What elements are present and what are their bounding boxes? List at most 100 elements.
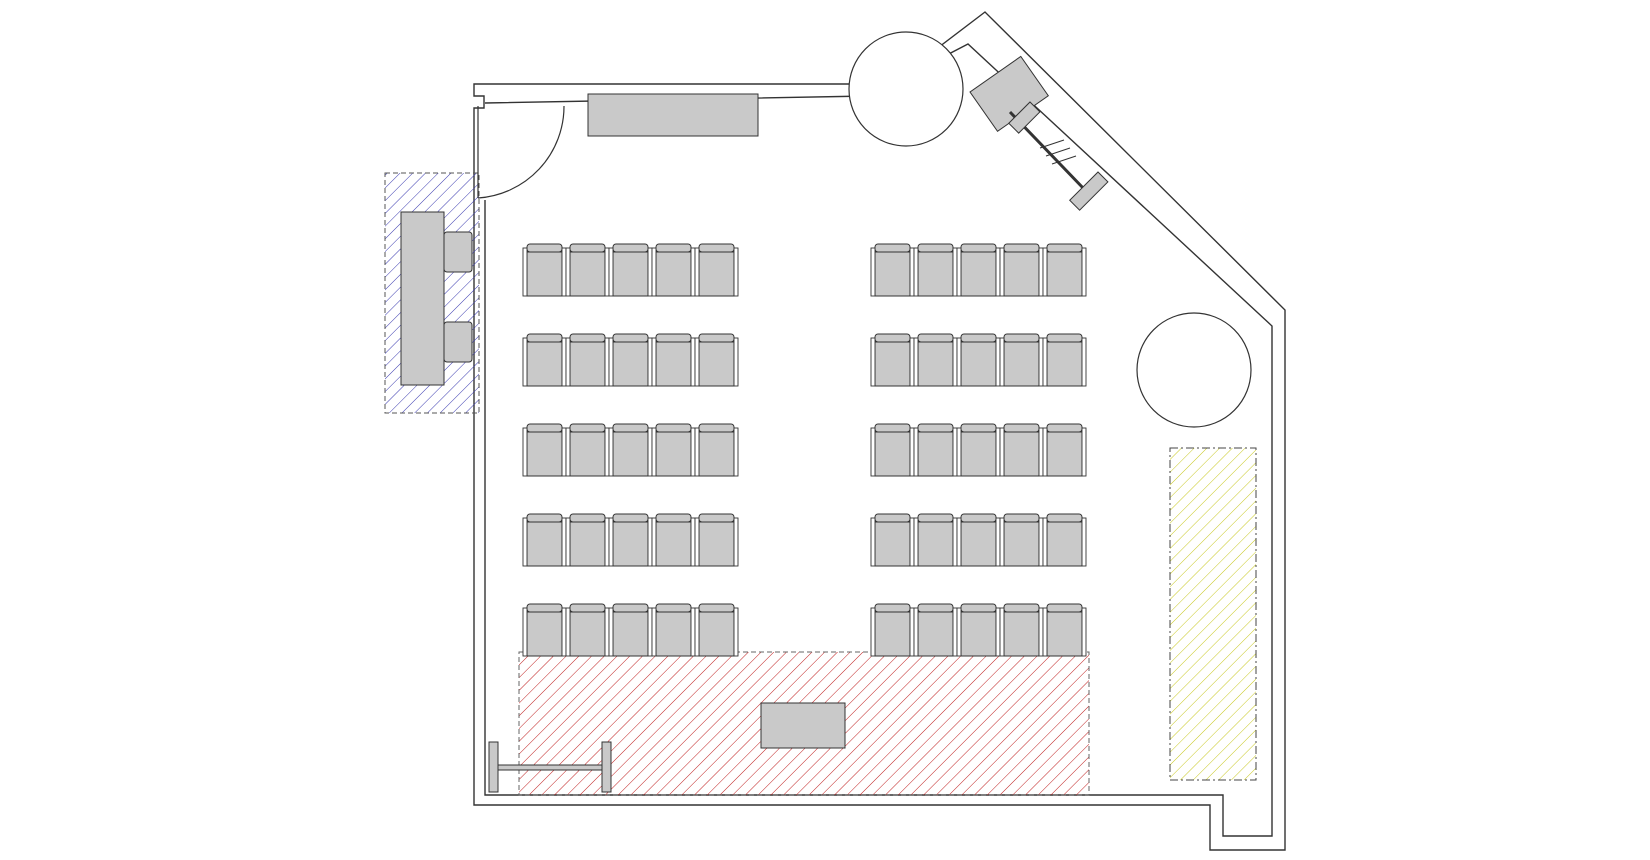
reception-chair-2 [443,321,473,363]
seat-arm-left [956,607,962,657]
seat-cushion [612,431,649,477]
seat-arm-left [999,517,1005,567]
stage-zone [518,651,1090,796]
seat-arm-left [956,427,962,477]
seat [522,603,567,657]
seat-arm-right [733,337,739,387]
seat-cushion [698,431,735,477]
seat-back [526,333,563,343]
seat-row [522,243,739,297]
seat-row [870,603,1087,657]
bench-rail [497,764,603,771]
seat-arm-right [952,427,958,477]
seat [999,243,1044,297]
seat-arm-left [870,607,876,657]
seat-arm-left [651,517,657,567]
seat [565,333,610,387]
seat [565,423,610,477]
seat-arm-left [1042,607,1048,657]
seat [608,513,653,567]
seat [913,423,958,477]
seat-cushion [698,341,735,387]
seat-arm-left [694,427,700,477]
seat-row [870,423,1087,477]
seat-back [1046,603,1083,613]
seat-arm-left [522,607,528,657]
seat-back [917,423,954,433]
seat [565,603,610,657]
seat-arm-right [647,337,653,387]
seat-row [870,333,1087,387]
seat [870,333,915,387]
seat-back [874,423,911,433]
seat-back [526,243,563,253]
seat-arm-left [999,247,1005,297]
seat-arm-right [561,247,567,297]
seat-cushion [917,521,954,567]
reception-zone [384,172,480,414]
seat [956,423,1001,477]
seat-back [612,513,649,523]
seat-back [874,603,911,613]
seat-cushion [917,431,954,477]
seat [956,243,1001,297]
seat-cushion [874,431,911,477]
seat-back [698,243,735,253]
seat-arm-right [647,517,653,567]
seat-arm-right [561,517,567,567]
seat [870,603,915,657]
seat-row [522,513,739,567]
seat-cushion [655,611,692,657]
seat-cushion [612,251,649,297]
seat-back [960,333,997,343]
seat-arm-right [604,247,610,297]
seat-cushion [655,521,692,567]
seat-cushion [960,521,997,567]
round-column-right [1136,312,1252,428]
seat-cushion [917,611,954,657]
seat-cushion [698,611,735,657]
seat-cushion [655,251,692,297]
seat-row [522,603,739,657]
seat-cushion [526,341,563,387]
storage-zone [1169,447,1257,781]
seat-arm-right [647,427,653,477]
seat-back [655,513,692,523]
seat [999,333,1044,387]
seat-arm-left [522,247,528,297]
seat-cushion [917,341,954,387]
seat-arm-left [694,607,700,657]
seat-back [874,243,911,253]
seat-arm-left [608,607,614,657]
bench-frame [488,741,612,793]
seat-arm-right [604,337,610,387]
seat-arm-left [651,427,657,477]
seat-cushion [1046,341,1083,387]
seat-back [960,513,997,523]
seat-arm-right [561,607,567,657]
seat-block-1 [522,243,739,657]
seat-arm-left [651,337,657,387]
seat-arm-right [604,427,610,477]
seat-arm-right [561,337,567,387]
seat-arm-left [870,247,876,297]
seat-arm-right [952,337,958,387]
seat [999,423,1044,477]
seat-arm-left [565,247,571,297]
seat-arm-right [733,247,739,297]
seat-arm-right [1038,247,1044,297]
seat-cushion [1003,611,1040,657]
seat-back [612,333,649,343]
seat [694,513,739,567]
seat-arm-right [995,247,1001,297]
seat-arm-left [999,427,1005,477]
seat-arm-left [565,427,571,477]
seat-cushion [698,251,735,297]
seat-arm-left [1042,247,1048,297]
seat-back [917,603,954,613]
seat-arm-right [909,607,915,657]
seat-arm-right [995,607,1001,657]
seat [1042,603,1087,657]
seat-cushion [526,611,563,657]
seat [913,243,958,297]
